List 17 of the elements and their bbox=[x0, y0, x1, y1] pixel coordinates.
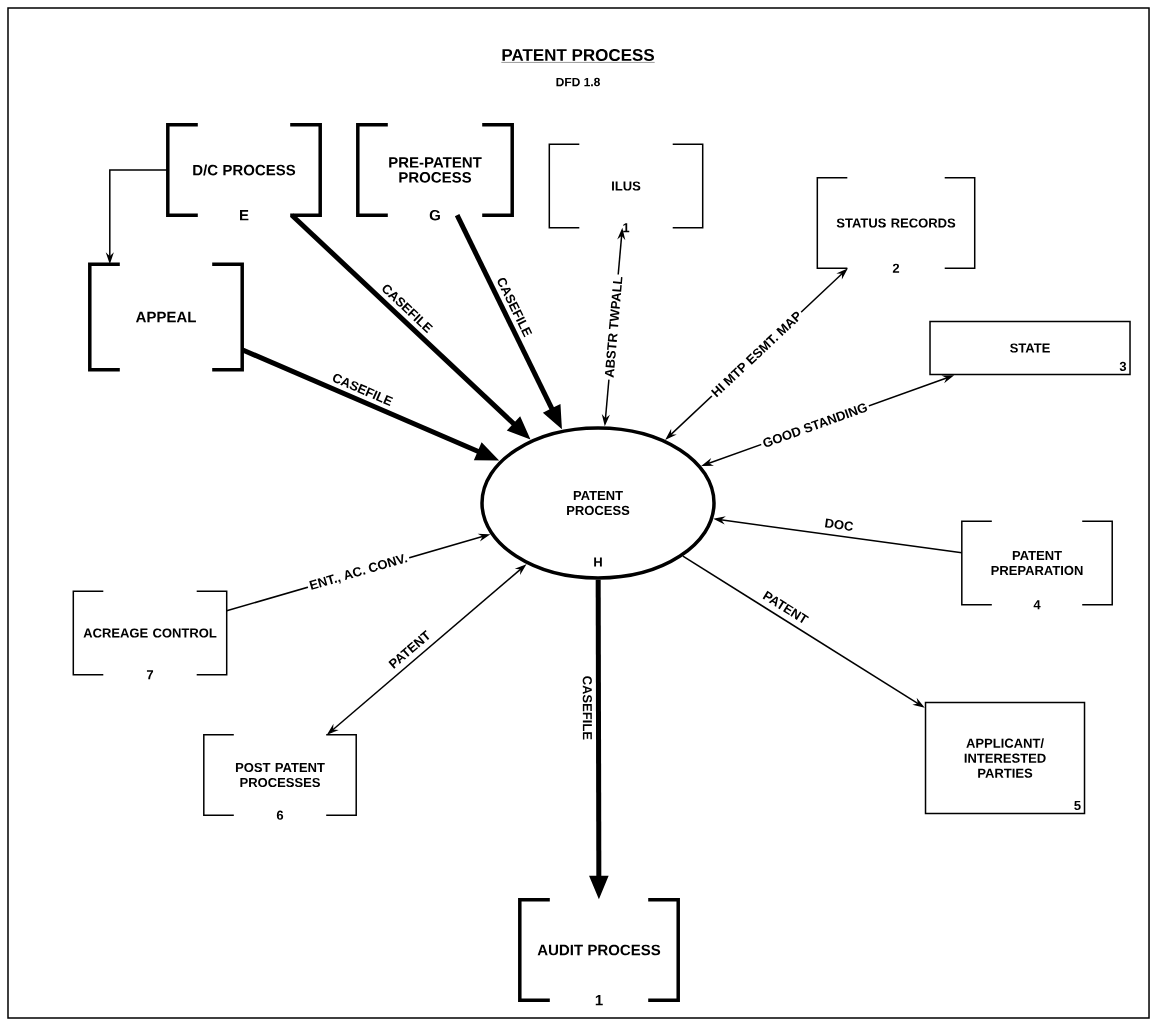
bracket-box: D/C PROCESS E bbox=[166, 123, 322, 221]
entity-box: STATE 3 bbox=[929, 320, 1131, 376]
bracket-box: POST PATENT PROCESSES 6 bbox=[203, 734, 357, 820]
bracket-box: STATUS RECORDS 2 bbox=[816, 177, 976, 273]
entity-box: APPLICANT/ INTERESTED PARTIES 5 bbox=[924, 701, 1086, 815]
edge-label: DOC bbox=[824, 518, 854, 531]
bracket-box: PATENT PREPARATION 4 bbox=[961, 520, 1113, 610]
edge-label: CASEFILE bbox=[582, 676, 592, 740]
bracket-box: ILUS 1 bbox=[548, 143, 704, 233]
title: PATENT PROCESS bbox=[501, 49, 655, 63]
edge-label: ENT., AC. CONV. bbox=[305, 550, 412, 595]
bracket-box: ACREAGE CONTROL 7 bbox=[72, 590, 228, 680]
subtitle: DFD 1.8 bbox=[556, 77, 600, 87]
bracket-box: PRE-PATENT PROCESS G bbox=[356, 123, 514, 221]
bracket-box: AUDIT PROCESS 1 bbox=[518, 898, 680, 1006]
edge-label: ABSTR TWPALL bbox=[602, 273, 625, 381]
bracket-box: APPEAL bbox=[88, 262, 244, 372]
